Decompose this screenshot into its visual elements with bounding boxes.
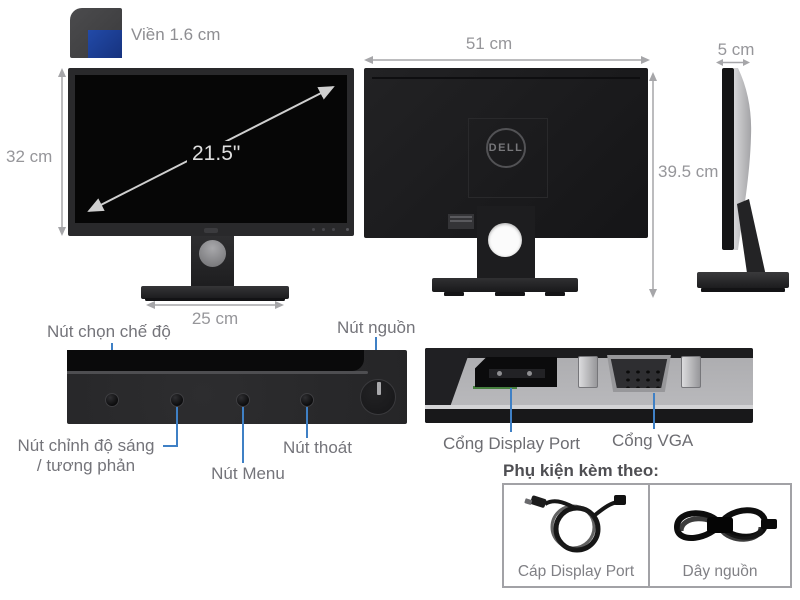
brightness-label-line2: / tương phản	[36, 456, 136, 475]
brightness-button-label: Nút chỉnh độ sáng / tương phản	[10, 436, 162, 476]
displayport-slot	[489, 369, 545, 378]
brightness-label-line1: Nút chỉnh độ sáng	[17, 436, 155, 455]
exit-button-label: Nút thoát	[283, 438, 352, 457]
vga-label: Cổng VGA	[612, 431, 694, 450]
back-sticker	[448, 214, 474, 229]
side-stand-foot	[701, 288, 785, 292]
pointer-line-vga	[653, 393, 655, 429]
vesa-mount-outline	[468, 118, 548, 198]
ports-metal-highlight	[425, 405, 753, 409]
back-cable-hole	[488, 223, 522, 257]
side-stand-leg	[737, 199, 766, 280]
front-control-dot	[332, 228, 335, 231]
side-depth-arrow	[716, 59, 750, 66]
stand-foot	[495, 292, 525, 296]
front-stand-neck	[191, 236, 234, 288]
screw-post	[681, 356, 701, 388]
bezel-corner-thumbnail	[70, 8, 122, 58]
screen-corner-strip	[67, 350, 364, 371]
side-stand-base	[697, 272, 789, 288]
height-arrow	[58, 68, 66, 236]
ports-bottom-edge	[425, 409, 753, 423]
dell-logo: DELL	[486, 128, 526, 168]
displayport-port	[475, 357, 557, 387]
pointer-line-exit	[306, 407, 308, 438]
front-stand-base	[141, 286, 289, 299]
displayport-cable-label: Cáp Display Port	[517, 563, 635, 580]
rear-ports-photo	[425, 348, 753, 423]
brightness-button	[170, 393, 184, 407]
power-led-slot	[377, 382, 381, 395]
diagonal-size-label: 21.5"	[187, 141, 246, 167]
monitor-side-view	[722, 68, 766, 280]
exit-button	[300, 393, 314, 407]
sticker-line	[450, 220, 472, 222]
stand-width-arrow	[146, 301, 284, 309]
power-cable-icon	[673, 507, 777, 542]
pointer-dash-brightness	[163, 445, 177, 447]
vga-port-face	[610, 359, 668, 388]
screw-post	[578, 356, 598, 388]
displayport-cable-icon	[524, 495, 626, 553]
front-control-dot	[312, 228, 315, 231]
accessory-item-power-cord: Dây nguồn	[650, 485, 790, 586]
back-stand-base	[432, 278, 578, 292]
bezel-size-label: Viền 1.6 cm	[131, 25, 221, 44]
front-control-dot	[322, 228, 325, 231]
front-dell-logo	[204, 228, 218, 233]
accessories-box: Cáp Display Port Dây nguồn	[502, 483, 792, 588]
accessory-item-displayport-cable: Cáp Display Port	[504, 485, 650, 586]
front-stand-base-lip	[145, 298, 285, 301]
pointer-line-brightness	[176, 407, 178, 447]
power-button	[360, 379, 396, 415]
vga-port	[607, 355, 671, 392]
accessories-title: Phụ kiện kèm theo:	[503, 461, 659, 480]
power-button-label: Nút nguồn	[337, 318, 416, 337]
back-width-label: 51 cm	[465, 34, 513, 53]
ports-top-edge	[425, 348, 753, 358]
menu-button	[236, 393, 250, 407]
stand-foot	[545, 292, 565, 296]
stand-width-label: 25 cm	[191, 309, 239, 328]
side-depth-label: 5 cm	[717, 40, 755, 59]
mode-button	[105, 393, 119, 407]
menu-button-label: Nút Menu	[211, 464, 285, 483]
bezel-inner-edge	[67, 371, 368, 374]
displayport-label: Cổng Display Port	[443, 434, 581, 453]
front-stand-hole	[199, 240, 226, 267]
pointer-line-displayport	[510, 388, 512, 432]
pointer-line-menu	[242, 407, 244, 463]
displayport-pcb	[473, 386, 517, 389]
back-width-arrow	[364, 56, 650, 64]
back-height-arrow	[649, 72, 657, 298]
back-height-label: 39.5 cm	[658, 162, 719, 181]
vga-pin-holes	[621, 367, 661, 388]
power-cord-label: Dây nguồn	[682, 563, 758, 580]
front-screen: 21.5"	[75, 75, 347, 223]
control-buttons-photo	[67, 350, 407, 424]
front-power-dot	[346, 228, 349, 231]
displayport-pin	[497, 371, 502, 376]
bezel-screen-area	[88, 30, 122, 58]
mode-button-label: Nút chọn chế độ	[47, 322, 171, 341]
displayport-pin	[527, 371, 532, 376]
back-stand-neck	[477, 206, 535, 283]
back-vent-line	[372, 77, 640, 79]
side-panel-slab	[722, 68, 734, 250]
monitor-front-view: 21.5"	[68, 68, 354, 236]
front-height-label: 32 cm	[6, 147, 53, 166]
sticker-line	[450, 216, 472, 218]
stand-foot	[444, 292, 464, 296]
